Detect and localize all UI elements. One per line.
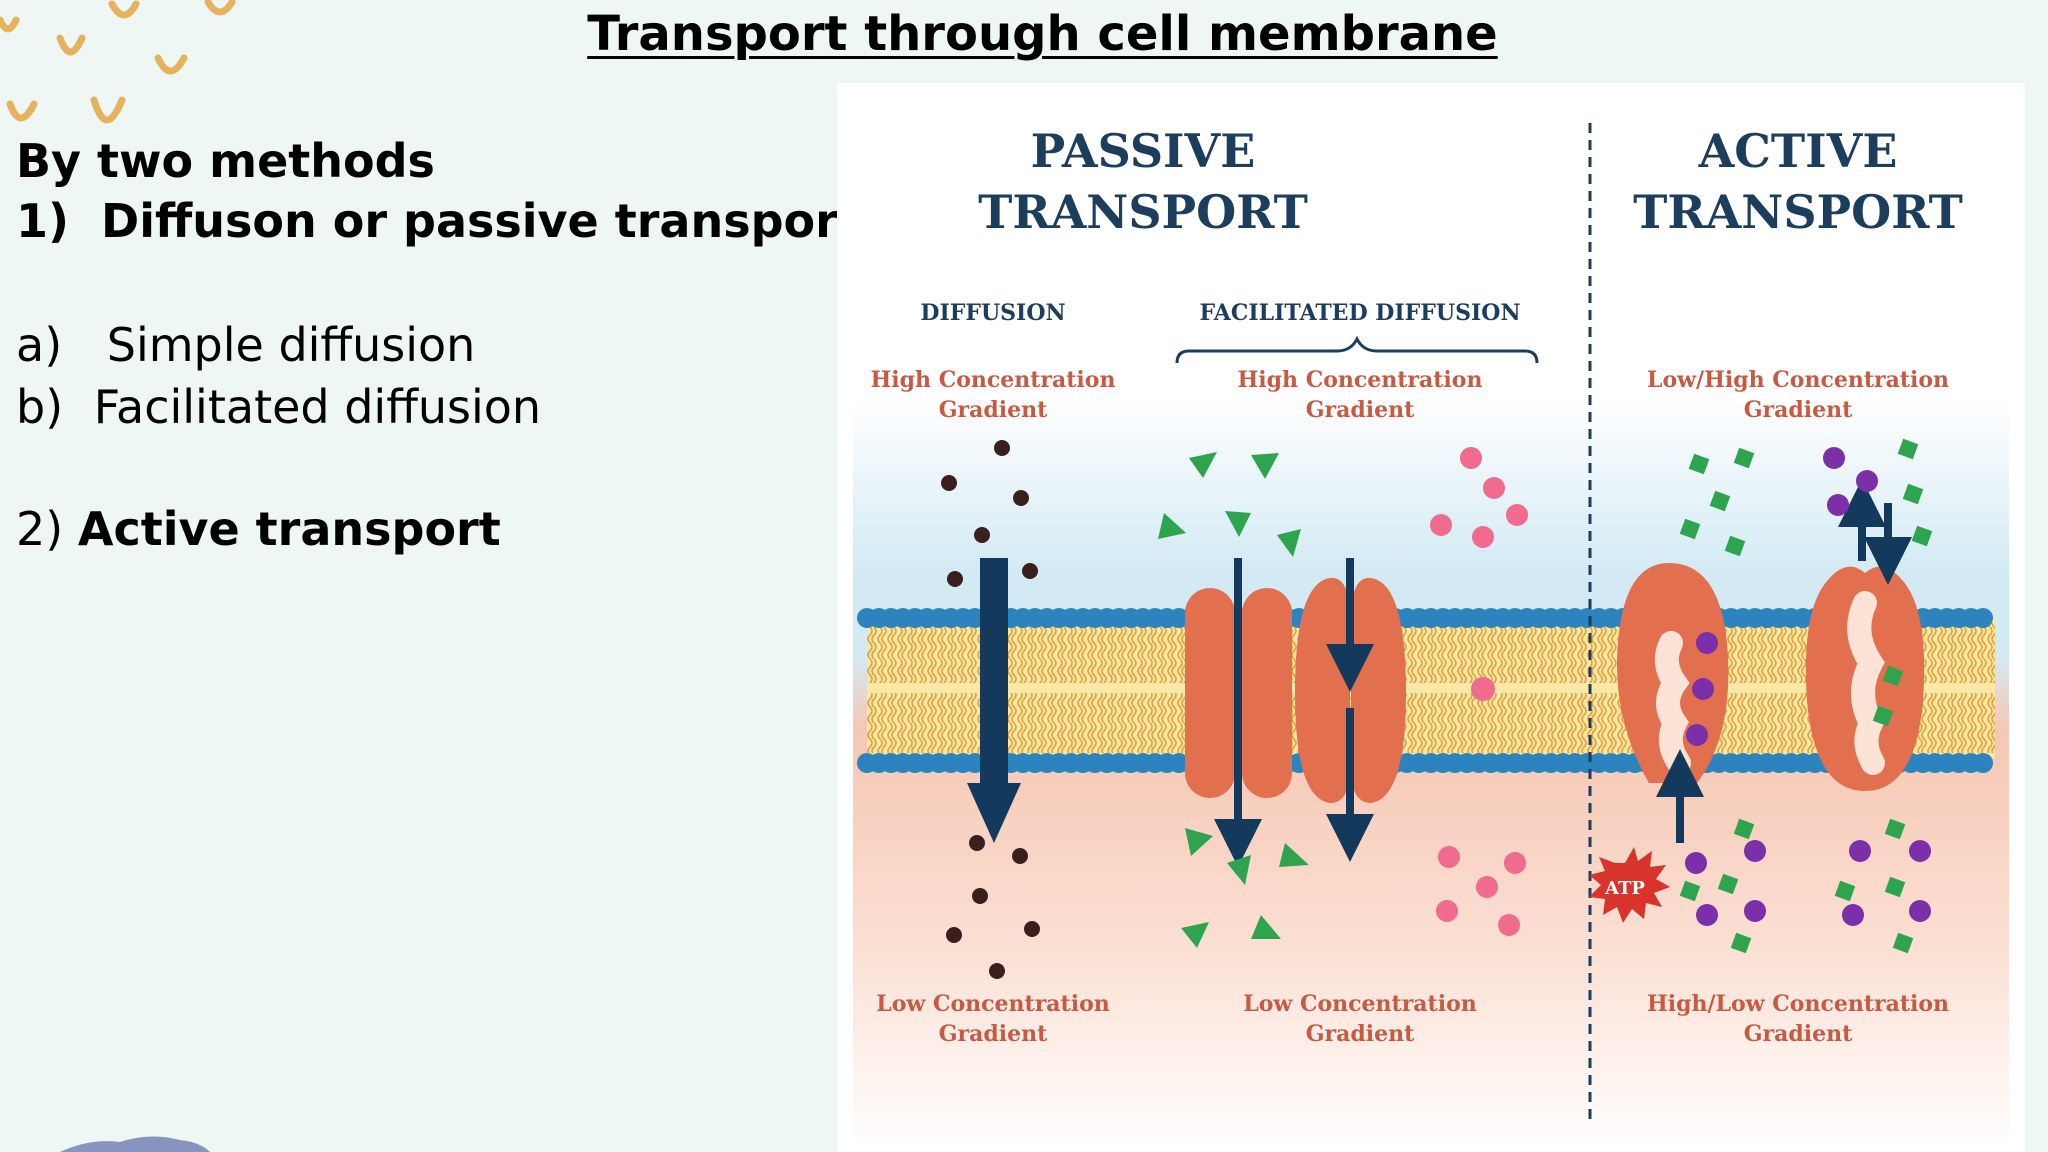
point-1-number: 1) bbox=[16, 194, 70, 248]
sub-item-b-label: b) bbox=[16, 380, 64, 434]
active-title-line1: ACTIVE bbox=[1698, 124, 1898, 178]
diffusion-top-gradient-line1: High Concentration bbox=[871, 367, 1116, 393]
atp-badge: ATP bbox=[1589, 847, 1670, 923]
purple-sphere-molecules bbox=[1685, 447, 1931, 926]
facilitated-bottom-gradient-line1: Low Concentration bbox=[1243, 991, 1477, 1017]
active-top-gradient-line2: Gradient bbox=[1744, 397, 1853, 423]
sub-item-a: a) Simple diffusion bbox=[16, 322, 475, 368]
decorative-squiggles bbox=[0, 0, 236, 124]
sub-item-b: b) Facilitated diffusion bbox=[16, 384, 541, 430]
pink-sphere-molecules bbox=[1430, 447, 1528, 936]
green-cube-molecules bbox=[1679, 438, 1933, 954]
active-bottom-gradient-line1: High/Low Concentration bbox=[1647, 991, 1949, 1017]
diffusion-molecules bbox=[941, 440, 1040, 979]
diffusion-bottom-gradient-line2: Gradient bbox=[939, 1021, 1048, 1047]
decorative-leaves bbox=[60, 1136, 210, 1152]
facilitated-brace bbox=[1175, 335, 1539, 364]
point-1-text: Diffuson or passive transport bbox=[101, 194, 860, 248]
active-title-line2: TRANSPORT bbox=[1633, 185, 1963, 239]
passive-title-line2: TRANSPORT bbox=[978, 185, 1308, 239]
facilitated-top-gradient-line2: Gradient bbox=[1306, 397, 1415, 423]
active-pump-protein-1 bbox=[1617, 563, 1729, 783]
channel-protein bbox=[1185, 588, 1292, 798]
diffusion-label: DIFFUSION bbox=[920, 300, 1065, 326]
atp-label: ATP bbox=[1604, 878, 1645, 899]
active-pump-protein-2 bbox=[1805, 566, 1925, 791]
facilitated-top-gradient-line1: High Concentration bbox=[1238, 367, 1483, 393]
sub-item-b-text: Facilitated diffusion bbox=[93, 380, 542, 434]
slide-title: Transport through cell membrane bbox=[587, 6, 1498, 62]
membrane-transport-diagram: PASSIVE TRANSPORT ACTIVE TRANSPORT DIFFU… bbox=[837, 83, 2025, 1152]
active-bottom-gradient-line2: Gradient bbox=[1744, 1021, 1853, 1047]
green-triangle-molecules bbox=[1158, 452, 1309, 948]
point-2-number: 2) bbox=[16, 502, 64, 556]
diffusion-top-gradient-line2: Gradient bbox=[939, 397, 1048, 423]
point-2-text: Active transport bbox=[77, 502, 501, 556]
passive-title-line1: PASSIVE bbox=[1031, 124, 1256, 178]
point-2: 2) Active transport bbox=[16, 506, 501, 552]
diffusion-bottom-gradient-line1: Low Concentration bbox=[876, 991, 1110, 1017]
diffusion-arrow bbox=[967, 558, 1021, 843]
sub-item-a-text: Simple diffusion bbox=[106, 318, 476, 372]
facilitated-bottom-gradient-line2: Gradient bbox=[1306, 1021, 1415, 1047]
sub-item-a-label: a) bbox=[16, 318, 63, 372]
point-1: 1) Diffuson or passive transport bbox=[16, 198, 860, 244]
active-top-gradient-line1: Low/High Concentration bbox=[1647, 367, 1949, 393]
heading-text: By two methods bbox=[16, 134, 435, 188]
facilitated-diffusion-label: FACILITATED DIFFUSION bbox=[1199, 300, 1520, 326]
carrier-protein bbox=[1295, 577, 1406, 803]
